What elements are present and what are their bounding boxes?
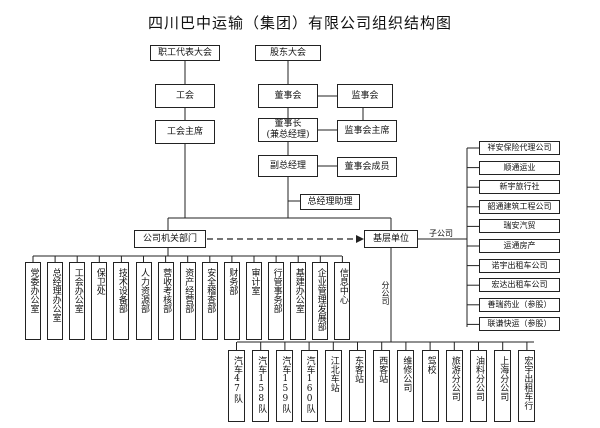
subsidiary-item: 联谦快运（参股）: [479, 317, 560, 332]
dept-safety-inspection: 安全稽查部: [201, 262, 218, 340]
subsidiary-item: 韶通建筑工程公司: [479, 199, 560, 214]
subsidiary-item: 善瑞药业（参股）: [479, 297, 560, 312]
dept-gm-office: 总经理办公室: [47, 262, 64, 340]
subsidiary-item: 瑞安汽贸: [479, 219, 560, 234]
board-members-box: 董事会成员: [337, 157, 397, 177]
dept-hr: 人力资源部: [135, 262, 152, 340]
board-box: 董事会: [258, 84, 318, 108]
dept-union-office: 工会办公室: [69, 262, 86, 340]
subsidiary-item: 运通房产: [479, 239, 560, 253]
gm-assistant-box: 总经理助理: [300, 194, 360, 210]
supervisors-box: 监事会: [337, 84, 393, 108]
subsidiary-item: 顺通运业: [479, 160, 560, 175]
branch-item: 汽车158队: [252, 350, 270, 422]
branch-item: 驾校: [421, 350, 439, 422]
page-title: 四川巴中运输（集团）有限公司组织结构图: [147, 14, 452, 32]
dept-audit: 审计室: [246, 262, 262, 340]
subsidiary-label: 子公司: [429, 229, 453, 238]
dept-enterprise-development: 企业管理发展部: [312, 262, 329, 340]
union-box: 工会: [155, 84, 215, 108]
branch-item: 维修公司: [397, 350, 415, 422]
branch-item: 宏宇出租车行: [518, 350, 536, 422]
base-units-box: 基层单位: [364, 230, 418, 248]
subsidiary-item: 新宇旅行社: [479, 180, 560, 195]
branch-item: 东客站: [349, 350, 366, 422]
branch-item: 上海分公司: [494, 350, 512, 422]
shareholders-meeting-box: 股东大会: [255, 45, 321, 61]
dept-revenue-assessment: 营收考核部: [157, 262, 174, 340]
deputy-gm-box: 副总经理: [258, 155, 318, 177]
chairman-box: 董事长 (兼总经理): [258, 118, 318, 142]
branch-item: 旅游分公司: [445, 350, 463, 422]
branch-item: 汽车47队: [228, 350, 245, 422]
dept-info-center: 信息中心: [334, 262, 351, 340]
subsidiary-item: 诺宇出租车公司: [479, 258, 560, 273]
dept-admin-affairs: 行管事务部: [268, 262, 285, 340]
hq-departments-box: 公司机关部门: [134, 230, 206, 248]
dept-security: 保卫处: [91, 262, 108, 340]
dept-party-office: 党委办公室: [25, 262, 41, 340]
dept-asset-management: 资产经营部: [179, 262, 196, 340]
branch-item: 西客站: [373, 350, 391, 422]
dept-construction-office: 基建办公室: [290, 262, 307, 340]
branch-item: 汽车160队: [300, 350, 318, 422]
staff-congress-box: 职工代表大会: [150, 45, 220, 61]
branch-label: 分公司: [381, 281, 390, 305]
supervisor-chair-box: 监事会主席: [337, 120, 397, 142]
branch-item: 油料分公司: [470, 350, 487, 422]
branch-item: 汽车159队: [276, 350, 294, 422]
subsidiary-item: 宏达出租车公司: [479, 278, 560, 293]
branch-item: 江北车站: [324, 350, 342, 422]
union-chair-box: 工会主席: [155, 120, 215, 144]
dept-tech-equipment: 技术设备部: [113, 262, 130, 340]
dept-finance: 财务部: [223, 262, 240, 340]
subsidiary-item: 祥安保险代理公司: [479, 141, 560, 155]
